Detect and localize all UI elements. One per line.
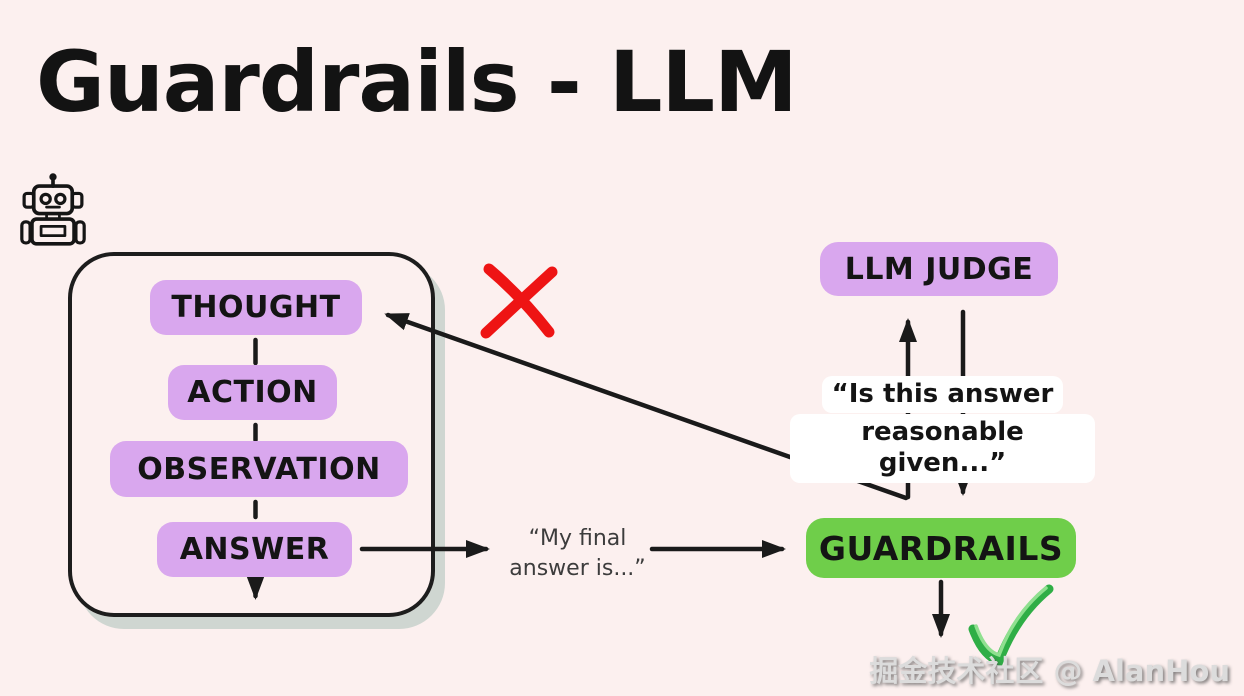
step-pill-thought: THOUGHT (150, 280, 362, 335)
judge-question-line1: “Is this answer (821, 376, 1064, 414)
cross-icon (480, 263, 558, 339)
watermark: 掘金技术社区 @ AlanHou (869, 654, 1230, 688)
step-pill-observation: OBSERVATION (110, 441, 408, 497)
robot-icon (20, 173, 86, 246)
step-pill-answer: ANSWER (157, 522, 352, 577)
guardrails-pill: GUARDRAILS (806, 518, 1076, 578)
step-pill-action: ACTION (168, 365, 337, 420)
final-answer-note-line2: answer is...” (509, 555, 646, 581)
final-answer-note-line1: “My final (528, 526, 627, 551)
judge-question: “Is this answer reasonable given...” (790, 376, 1095, 484)
page-title: Guardrails - LLM (36, 33, 798, 131)
judge-question-line2: reasonable given...” (790, 414, 1095, 483)
llm-judge-pill: LLM JUDGE (820, 242, 1058, 296)
final-answer-note: “My final answer is...” (500, 524, 655, 583)
